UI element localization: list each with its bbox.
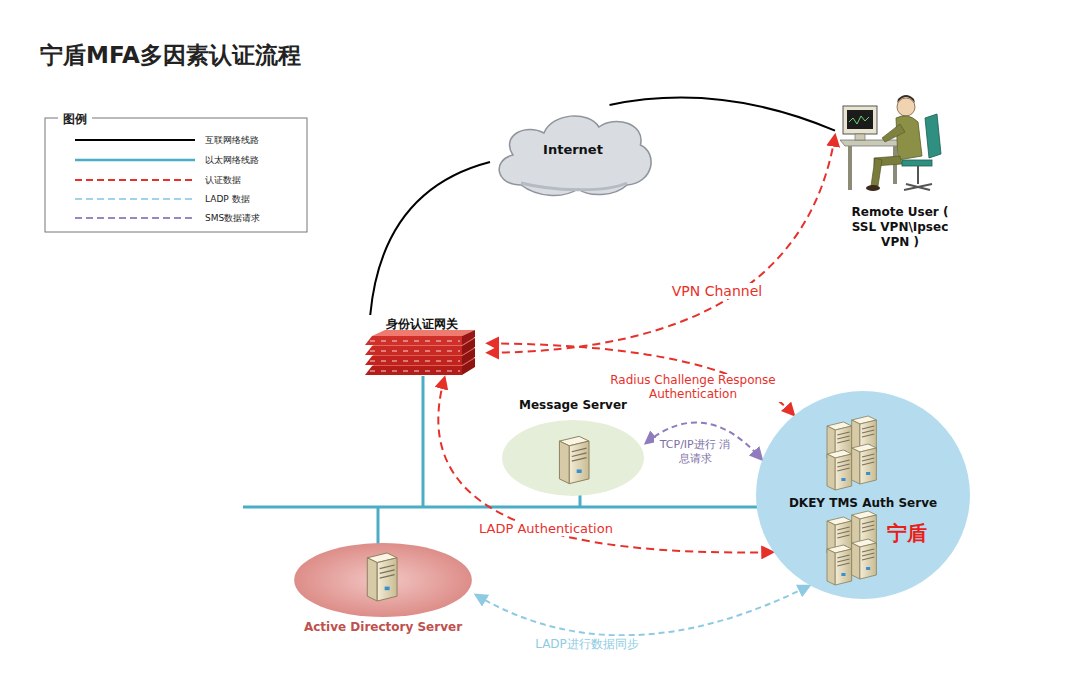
- server-icon: [852, 539, 877, 579]
- legend-text: 互联网络线路: [205, 134, 259, 147]
- edge-label: Radius Challenge Response Authentication: [596, 374, 790, 402]
- connector: [476, 586, 809, 635]
- server-icon: [827, 545, 852, 585]
- node-text: 宁盾: [887, 520, 927, 547]
- node-text: Internet: [490, 142, 656, 157]
- edge-label: TCP/IP进行 消息请求: [654, 438, 736, 467]
- edge-label: VPN Channel: [660, 283, 774, 299]
- gateway: 身份认证网关: [360, 315, 488, 378]
- node-text: DKEY TMS Auth Serve: [755, 496, 971, 510]
- connector: [438, 378, 772, 552]
- internet-cloud: Internet: [490, 105, 656, 200]
- legend-text: SMS数据请求: [205, 212, 260, 225]
- node-text: 身份认证网关: [386, 316, 488, 333]
- node-text: Active Directory Server: [290, 620, 476, 634]
- message-server-shape: [500, 398, 646, 498]
- remote-user: Remote User ( SSL VPN\Ipsec VPN ): [835, 95, 965, 257]
- ad-server: Active Directory Server: [290, 540, 476, 640]
- legend-heading: 图例: [58, 111, 92, 128]
- cloud-shade: [521, 183, 627, 190]
- message-ground: [502, 420, 644, 496]
- legend-text: 以太网络线路: [205, 154, 259, 167]
- node-text: Remote User ( SSL VPN\Ipsec VPN ): [843, 205, 957, 250]
- legend-text: LADP 数据: [205, 193, 250, 206]
- edge-label: LADP Authentication: [466, 521, 626, 536]
- server-icon: [367, 553, 397, 601]
- connector: [370, 162, 490, 315]
- legend-text: 认证数据: [205, 174, 241, 187]
- message-server: Message Server: [500, 398, 646, 498]
- edge-label: LADP进行数据同步: [520, 636, 654, 653]
- ad-ground: [294, 543, 472, 617]
- server-icon: [827, 450, 852, 490]
- connector: [488, 343, 794, 414]
- server-icon: [852, 444, 877, 484]
- title: 宁盾MFA多因素认证流程: [40, 40, 301, 71]
- connector: [610, 98, 835, 131]
- auth-ground: [756, 391, 970, 599]
- auth-server-circle-shape: [755, 390, 971, 600]
- auth-server-circle: DKEY TMS Auth Serve 宁盾: [755, 390, 971, 600]
- server-icon: [559, 436, 589, 483]
